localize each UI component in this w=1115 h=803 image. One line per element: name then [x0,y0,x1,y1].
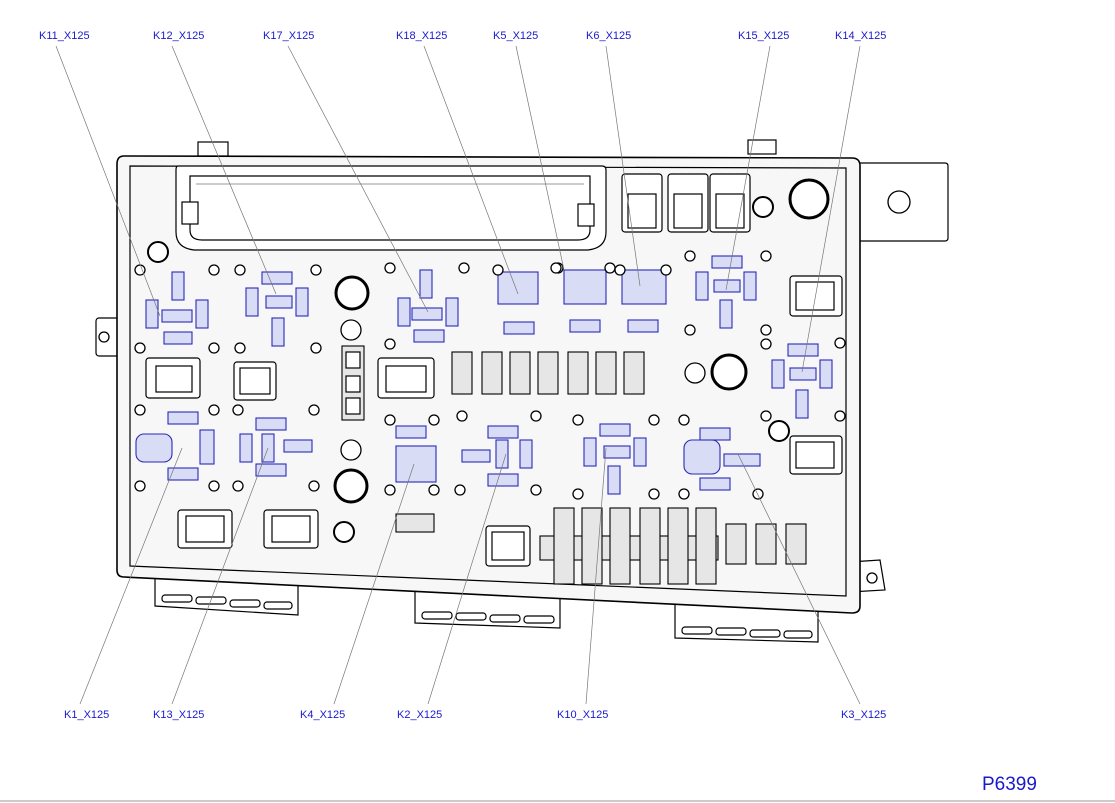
right-mount-hole [887,190,911,214]
callout-k11: K11_X125 [39,30,90,42]
mounting-holes [134,250,846,500]
callout-k13: K13_X125 [153,709,204,721]
callout-k10: K10_X125 [557,709,608,721]
relay-sockets [135,255,833,495]
right-lower-hole [866,572,878,584]
stud-1 [334,275,370,311]
crosshair-2 [340,439,362,461]
maxi-fuse [341,345,365,421]
callouts-bottom: K1_X125 K13_X125 K4_X125 K2_X125 K10_X12… [64,709,886,721]
fuse-block-bottom [395,507,807,585]
callout-k2: K2_X125 [397,709,442,721]
screw-top-left [147,241,169,263]
figure-id: P6399 [982,774,1037,795]
housing-inner-edge [129,165,847,597]
callout-k18: K18_X125 [396,30,447,42]
callout-k14: K14_X125 [835,30,886,42]
callout-k3: K3_X125 [841,709,886,721]
callouts-top: K11_X125 K12_X125 K17_X125 K18_X125 K5_X… [39,30,886,42]
callout-k5: K5_X125 [493,30,538,42]
screw-bottom [333,521,355,543]
bottom-bracket-right [674,603,819,643]
callout-k4: K4_X125 [300,709,345,721]
power-connectors [145,275,843,567]
crosshair-1 [340,319,362,341]
leader-lines-bottom [79,447,861,705]
ground-stud-top [788,178,830,220]
callout-k12: K12_X125 [153,30,204,42]
callout-k15: K15_X125 [738,30,789,42]
stud-3 [710,353,748,391]
top-handle [175,165,607,251]
leader-lines-top [55,45,861,373]
mini-fuse-row-middle [451,351,645,395]
left-mount-hole [98,331,110,343]
screw-right [768,420,790,442]
top-clip-right [747,139,777,155]
bottom-bracket-middle [414,589,561,629]
callout-k17: K17_X125 [263,30,314,42]
screw-top [752,196,774,218]
top-right-connectors [621,173,751,233]
callout-k1: K1_X125 [64,709,109,721]
stud-2 [333,468,369,504]
crosshair-3 [684,362,706,384]
callout-k6: K6_X125 [586,30,631,42]
